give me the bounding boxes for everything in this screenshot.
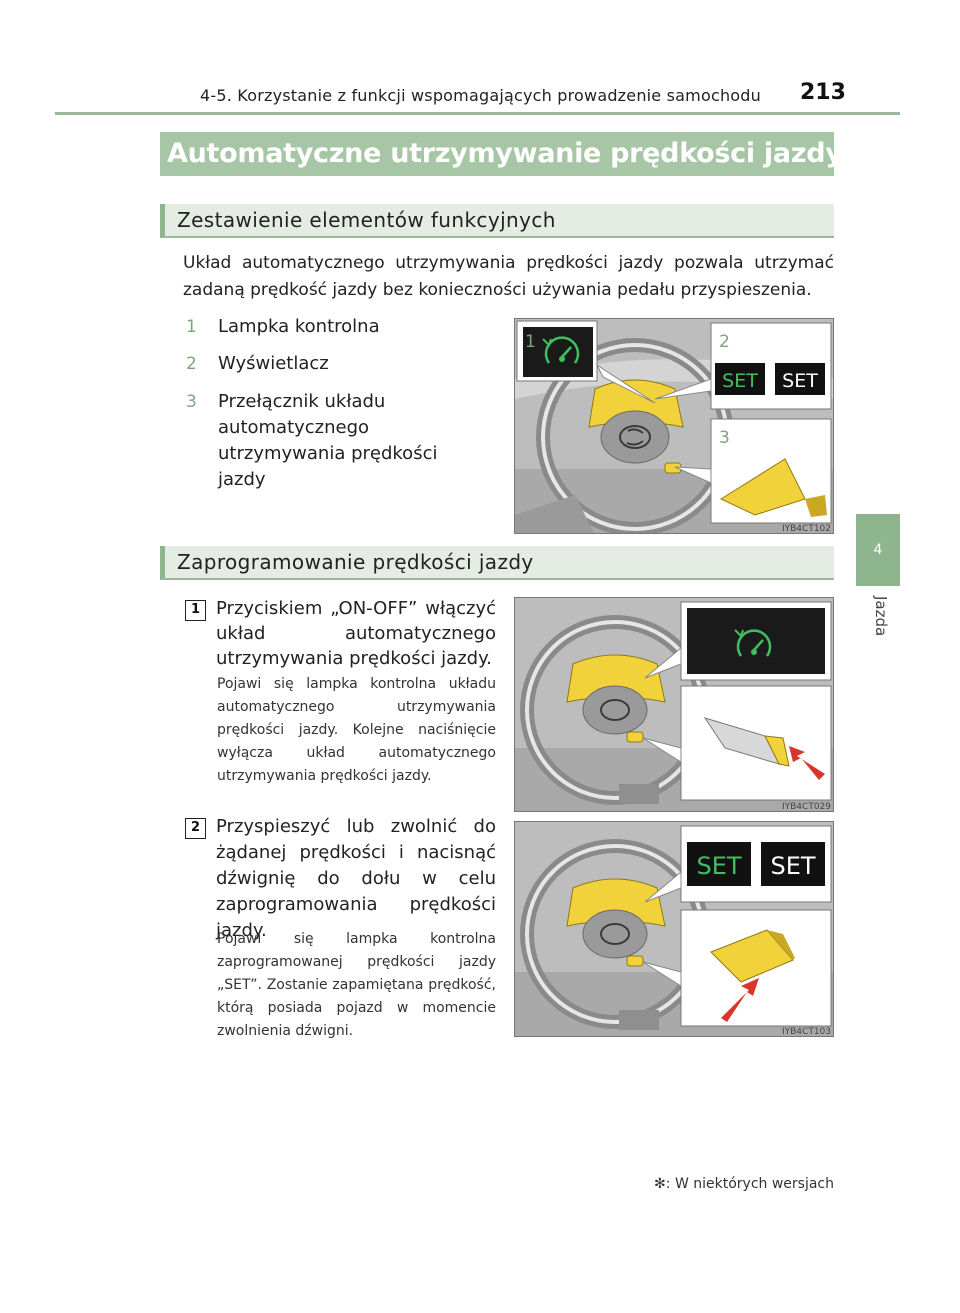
component-item: 1 Lampka kontrolna — [186, 314, 486, 340]
page-title-text: Automatyczne utrzymywanie prędkości jazd… — [167, 138, 834, 169]
component-number: 2 — [186, 354, 197, 374]
section-heading-programming: Zaprogramowanie prędkości jazdy — [160, 546, 834, 580]
cruise-set-figure: SET SET IYB4CT103 — [514, 821, 834, 1037]
component-number: 3 — [186, 392, 197, 412]
set-indicator-white: SET — [770, 852, 815, 880]
cockpit-overview-figure: 1 2 SET SET 3 IYB4CT102 — [514, 318, 834, 534]
step-instruction: Przyspieszyć lub zwolnić do żądanej pręd… — [216, 816, 496, 941]
figure-callout-3: 3 — [719, 428, 730, 448]
step-instruction: Przyciskiem „ON-OFF” włączyć układ autom… — [216, 598, 496, 669]
component-item: 3 Przełącznik układu automatycznego utrz… — [186, 389, 486, 493]
component-label: Wyświetlacz — [218, 353, 329, 374]
figure-code: IYB4CT029 — [782, 802, 831, 812]
step-number-box: 1 — [185, 600, 206, 621]
figure-code: IYB4CT103 — [782, 1027, 831, 1037]
step-number-box: 2 — [185, 818, 206, 839]
figure-code: IYB4CT102 — [782, 524, 831, 534]
component-number: 1 — [186, 317, 197, 337]
running-header: 4-5. Korzystanie z funkcji wspomagającyc… — [200, 86, 761, 105]
figure-callout-1: 1 — [525, 332, 536, 352]
set-indicator-green: SET — [722, 370, 758, 392]
footnote: ✻: W niektórych wersjach — [652, 1176, 834, 1192]
component-item: 2 Wyświetlacz — [186, 351, 486, 377]
footnote-mark: ✻ — [654, 1176, 666, 1192]
chapter-label: Jazda — [872, 596, 890, 637]
chapter-tab: 4 — [856, 514, 900, 586]
cruise-on-off-figure: IYB4CT029 — [514, 597, 834, 812]
step-note: Pojawi się lampka kontrolna zaprogramowa… — [217, 931, 496, 1039]
footnote-text: : W niektórych wersjach — [665, 1176, 834, 1192]
section-heading-components: Zestawienie elementów funkcyjnych — [160, 204, 834, 238]
step-note: Pojawi się lampka kontrolna układu autom… — [217, 676, 496, 784]
intro-paragraph: Układ automatycznego utrzymywania prędko… — [183, 253, 834, 300]
page-number: 213 — [800, 80, 846, 105]
component-label: Przełącznik układu automatycznego utrzym… — [218, 391, 438, 490]
header-rule — [55, 112, 900, 115]
figure-callout-2: 2 — [719, 332, 730, 352]
set-indicator-green: SET — [696, 852, 741, 880]
component-label: Lampka kontrolna — [218, 316, 380, 337]
page-title: Automatyczne utrzymywanie prędkości jazd… — [160, 132, 834, 176]
set-indicator-white: SET — [782, 370, 818, 392]
